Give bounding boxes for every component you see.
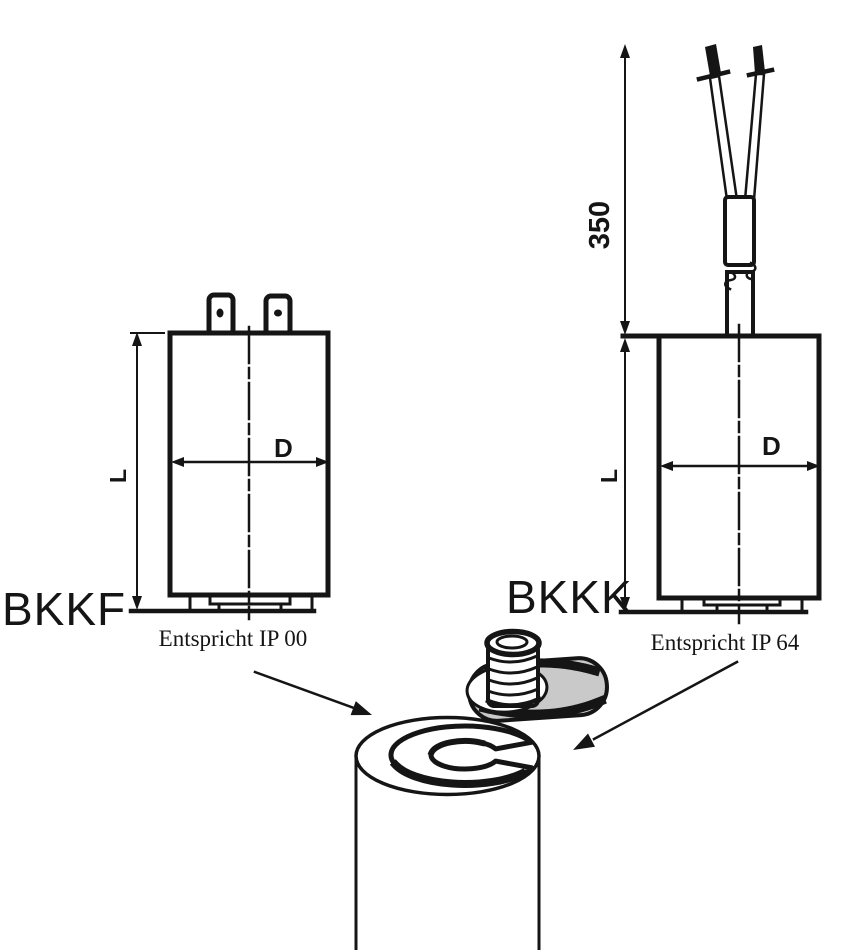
dim-L-left bbox=[130, 332, 165, 610]
threaded-stud-icon bbox=[484, 628, 542, 708]
bkkf-capacitor-drawing bbox=[128, 292, 331, 621]
bkkk-model-label: BKKK bbox=[506, 571, 633, 623]
bkkf-caption: Entspricht IP 00 bbox=[158, 626, 308, 651]
bkkk-capacitor-drawing bbox=[618, 44, 822, 625]
cable-icon bbox=[723, 195, 757, 338]
bkkk-length-dim-label: L bbox=[595, 468, 622, 484]
dim-D-right bbox=[660, 461, 820, 471]
bkkf-diameter-dim-label: D bbox=[274, 433, 293, 463]
bkkk-caption: Entspricht IP 64 bbox=[650, 630, 800, 655]
pointer-arrow-right bbox=[573, 660, 739, 750]
bkkf-length-dim-label: L bbox=[104, 468, 131, 484]
mounting-stud-drawing bbox=[465, 628, 609, 723]
bkkf-model-label: BKKF bbox=[2, 583, 127, 635]
cylinder-drawing bbox=[354, 715, 541, 950]
dim-L-right bbox=[620, 338, 630, 611]
dim-D-left bbox=[171, 457, 329, 467]
wire-length-dim-label: 350 bbox=[583, 200, 616, 250]
spade-terminals-icon bbox=[206, 292, 293, 338]
dim-350-line bbox=[620, 44, 630, 335]
bkkk-diameter-dim-label: D bbox=[762, 431, 781, 461]
wires-icon bbox=[696, 44, 775, 202]
c-groove-icon bbox=[388, 723, 534, 788]
pointer-arrow-left bbox=[253, 670, 372, 716]
